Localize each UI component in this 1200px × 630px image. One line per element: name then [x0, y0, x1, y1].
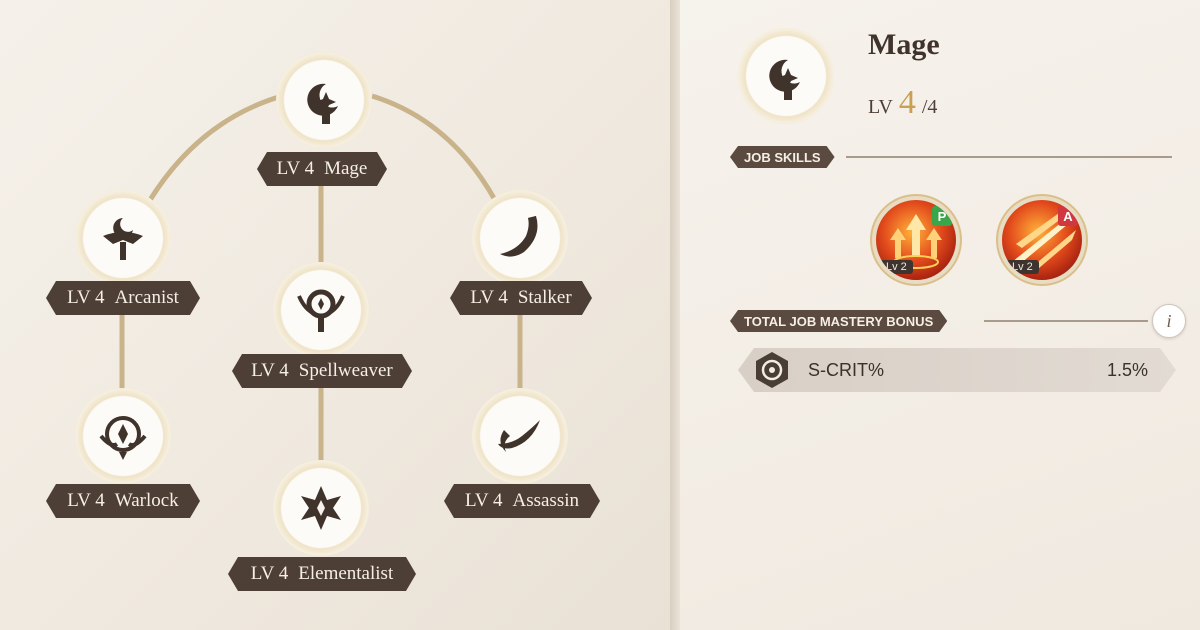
skill-active[interactable]: A Lv 2: [1002, 200, 1082, 280]
info-button[interactable]: i: [1152, 304, 1186, 338]
bonus-row: [738, 348, 1176, 392]
node-mage[interactable]: [276, 52, 372, 148]
crit-target-icon: [752, 350, 792, 390]
section-divider: [846, 156, 1172, 158]
arcanist-staff-icon: [75, 190, 171, 286]
tree-connectors: [119, 93, 523, 460]
node-assassin[interactable]: [472, 388, 568, 484]
mastery-bonus-header: TOTAL JOB MASTERY BONUS: [730, 310, 947, 332]
skill-passive[interactable]: P Lv 2: [876, 200, 956, 280]
crescent-star-icon: [738, 28, 834, 124]
job-title: Mage: [868, 28, 940, 61]
bonus-stat-name: S-CRIT%: [808, 360, 884, 380]
section-divider: [984, 320, 1148, 322]
node-arcanist[interactable]: [75, 190, 171, 286]
skill-level: Lv 2: [880, 260, 913, 274]
spellweaver-icon: [273, 262, 369, 358]
panel-divider: [670, 0, 680, 630]
warlock-eye-icon: [75, 388, 171, 484]
node-stalker[interactable]: [472, 190, 568, 286]
passive-badge: P: [932, 206, 952, 226]
skill-level: Lv 2: [1006, 260, 1039, 274]
connector-mage-stalker: [371, 93, 498, 202]
connector-mage-arcanist: [147, 93, 283, 202]
job-skills-header: JOB SKILLS: [730, 146, 835, 168]
claw-icon: [472, 190, 568, 286]
elemental-crystal-icon: [273, 460, 369, 556]
assassin-blade-icon: [472, 388, 568, 484]
node-warlock[interactable]: [75, 388, 171, 484]
rising-arrows-icon: [890, 214, 942, 269]
selected-job-emblem: [738, 28, 834, 124]
active-badge: A: [1058, 206, 1078, 226]
node-elementalist[interactable]: [273, 460, 369, 556]
node-spellweaver[interactable]: [273, 262, 369, 358]
crescent-star-icon: [276, 52, 372, 148]
bonus-stat-value: 1.5%: [1106, 360, 1148, 380]
